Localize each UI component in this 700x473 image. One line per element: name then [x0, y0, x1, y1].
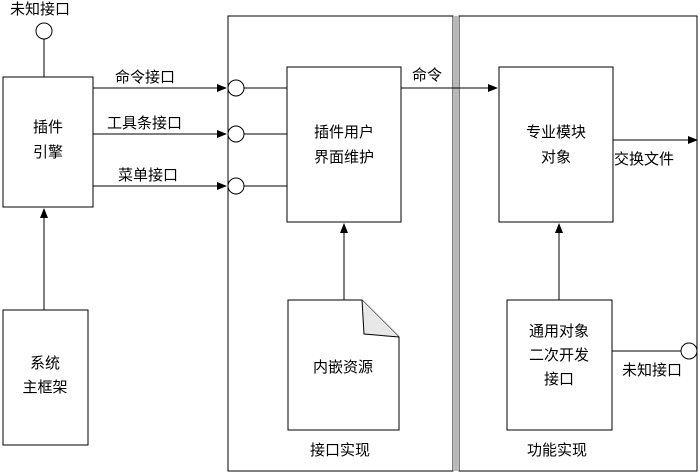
plugin-ui-box [286, 66, 402, 223]
command-label: 命令 [412, 66, 442, 84]
plugin-ui-label-2: 界面维护 [314, 148, 374, 166]
plugin-engine-box [2, 76, 94, 208]
plugin-ui-label-1: 插件用户 [314, 123, 374, 141]
plugin-engine-label-1: 插件 [33, 118, 63, 136]
command-interface-label: 命令接口 [115, 68, 175, 86]
pro-module-label-1: 专业模块 [526, 123, 586, 141]
embedded-resources-label: 内嵌资源 [313, 358, 373, 376]
common-obj-box [506, 299, 613, 431]
interface-impl-label: 接口实现 [310, 441, 370, 459]
function-impl-label: 功能实现 [527, 441, 587, 459]
exchange-file-label: 交换文件 [614, 150, 674, 168]
pro-module-box [498, 66, 614, 223]
embedded-resources-fold [361, 299, 400, 338]
unknown-interface-right-socket [680, 342, 698, 360]
toolbar-interface-label: 工具条接口 [107, 114, 182, 132]
system-frame-box [2, 309, 89, 446]
unknown-interface-top-socket [35, 22, 53, 40]
unknown-interface-right-label: 未知接口 [622, 361, 682, 379]
common-obj-label-2: 二次开发 [529, 346, 589, 364]
toolbar-socket [227, 125, 245, 143]
panel-divider [453, 16, 459, 471]
menu-socket [227, 177, 245, 195]
common-obj-label-1: 通用对象 [529, 322, 589, 340]
command-socket [227, 79, 245, 97]
plugin-engine-label-2: 引擎 [33, 143, 63, 161]
menu-interface-label: 菜单接口 [118, 166, 178, 184]
system-frame-label-1: 系统 [30, 354, 60, 372]
pro-module-label-2: 对象 [541, 148, 571, 166]
common-obj-label-3: 接口 [544, 370, 574, 388]
system-frame-label-2: 主框架 [22, 378, 67, 396]
unknown-interface-top-label: 未知接口 [10, 0, 70, 18]
